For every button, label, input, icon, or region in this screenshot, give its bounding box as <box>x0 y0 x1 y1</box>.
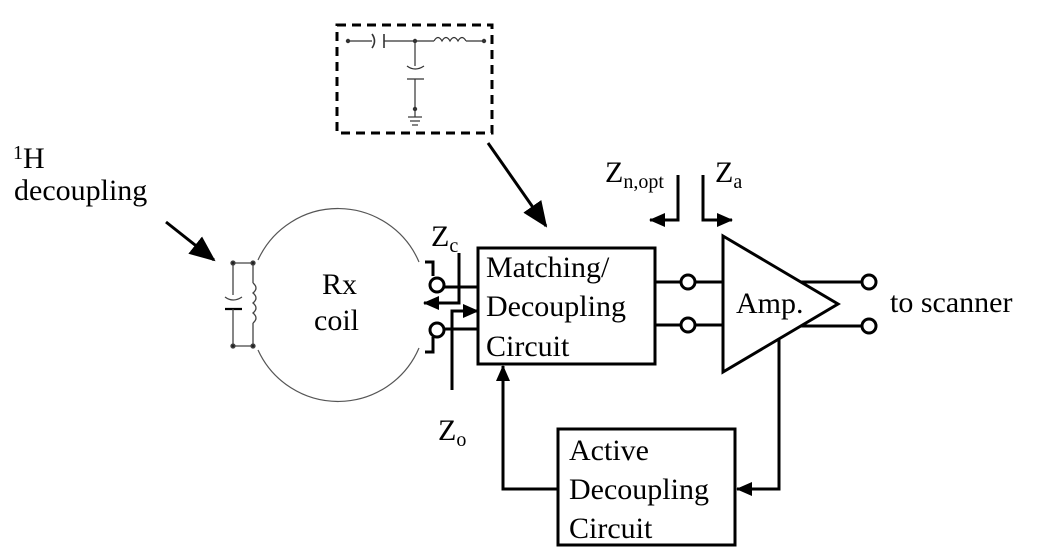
coil-terminals <box>425 260 478 354</box>
amp-input-terminal-bottom <box>679 316 697 334</box>
zo-arrow <box>450 304 479 390</box>
active-label-line2: Decoupling <box>569 473 709 506</box>
za-arrow <box>701 175 733 227</box>
active-box <box>556 427 737 547</box>
zo-label: Zo <box>438 414 466 451</box>
lc-trap-icon <box>224 260 257 349</box>
h-decoupling-h-label: H <box>23 142 45 175</box>
to-scanner-label: to scanner <box>890 286 1012 319</box>
amp-output-wires <box>801 273 878 335</box>
zc-arrow <box>423 253 461 310</box>
rx-coil-label-line1: Rx <box>322 268 357 301</box>
amp-label: Amp. <box>736 287 804 320</box>
matching-to-amp-wires <box>655 273 724 334</box>
active-label-line1: Active <box>569 434 649 467</box>
amp-input-terminal-top <box>679 273 697 291</box>
amp-to-active-arrow <box>736 338 781 496</box>
inset-dashed-border <box>335 23 494 135</box>
scanner-terminal-bottom <box>860 317 878 335</box>
znopt-arrow <box>649 175 680 227</box>
inset-schematic-icon <box>345 33 487 126</box>
matching-circuit-inset <box>335 23 494 135</box>
active-label-line3: Circuit <box>569 512 653 545</box>
rx-coil-label-line2: coil <box>314 304 359 337</box>
coil-terminal-top <box>428 276 446 294</box>
matching-label-line2: Decoupling <box>486 290 626 323</box>
rx-coil-lower-arc <box>257 347 420 403</box>
h-decoupling-label: decoupling <box>14 174 147 207</box>
za-label: Za <box>715 156 742 193</box>
zc-label: Zc <box>431 220 458 257</box>
matching-label-line1: Matching/ <box>486 251 610 284</box>
active-decoupling-circuit: Active Decoupling Circuit <box>556 427 737 547</box>
matching-decoupling-circuit: Matching/ Decoupling Circuit <box>476 246 657 366</box>
h-decoupling-superscript: 1 <box>13 142 23 164</box>
active-to-matching-arrow <box>496 365 558 491</box>
matching-box <box>476 246 657 366</box>
rx-coil: Rx coil <box>257 207 420 403</box>
znopt-label: Zn,opt <box>605 156 664 193</box>
matching-label-line3: Circuit <box>486 330 570 363</box>
coil-terminal-bottom <box>428 321 446 339</box>
scanner-terminal-top <box>860 273 878 291</box>
rx-coil-upper-arc <box>257 207 420 263</box>
h-decoupling-arrow <box>165 220 216 262</box>
inset-pointer-arrow <box>486 142 548 228</box>
